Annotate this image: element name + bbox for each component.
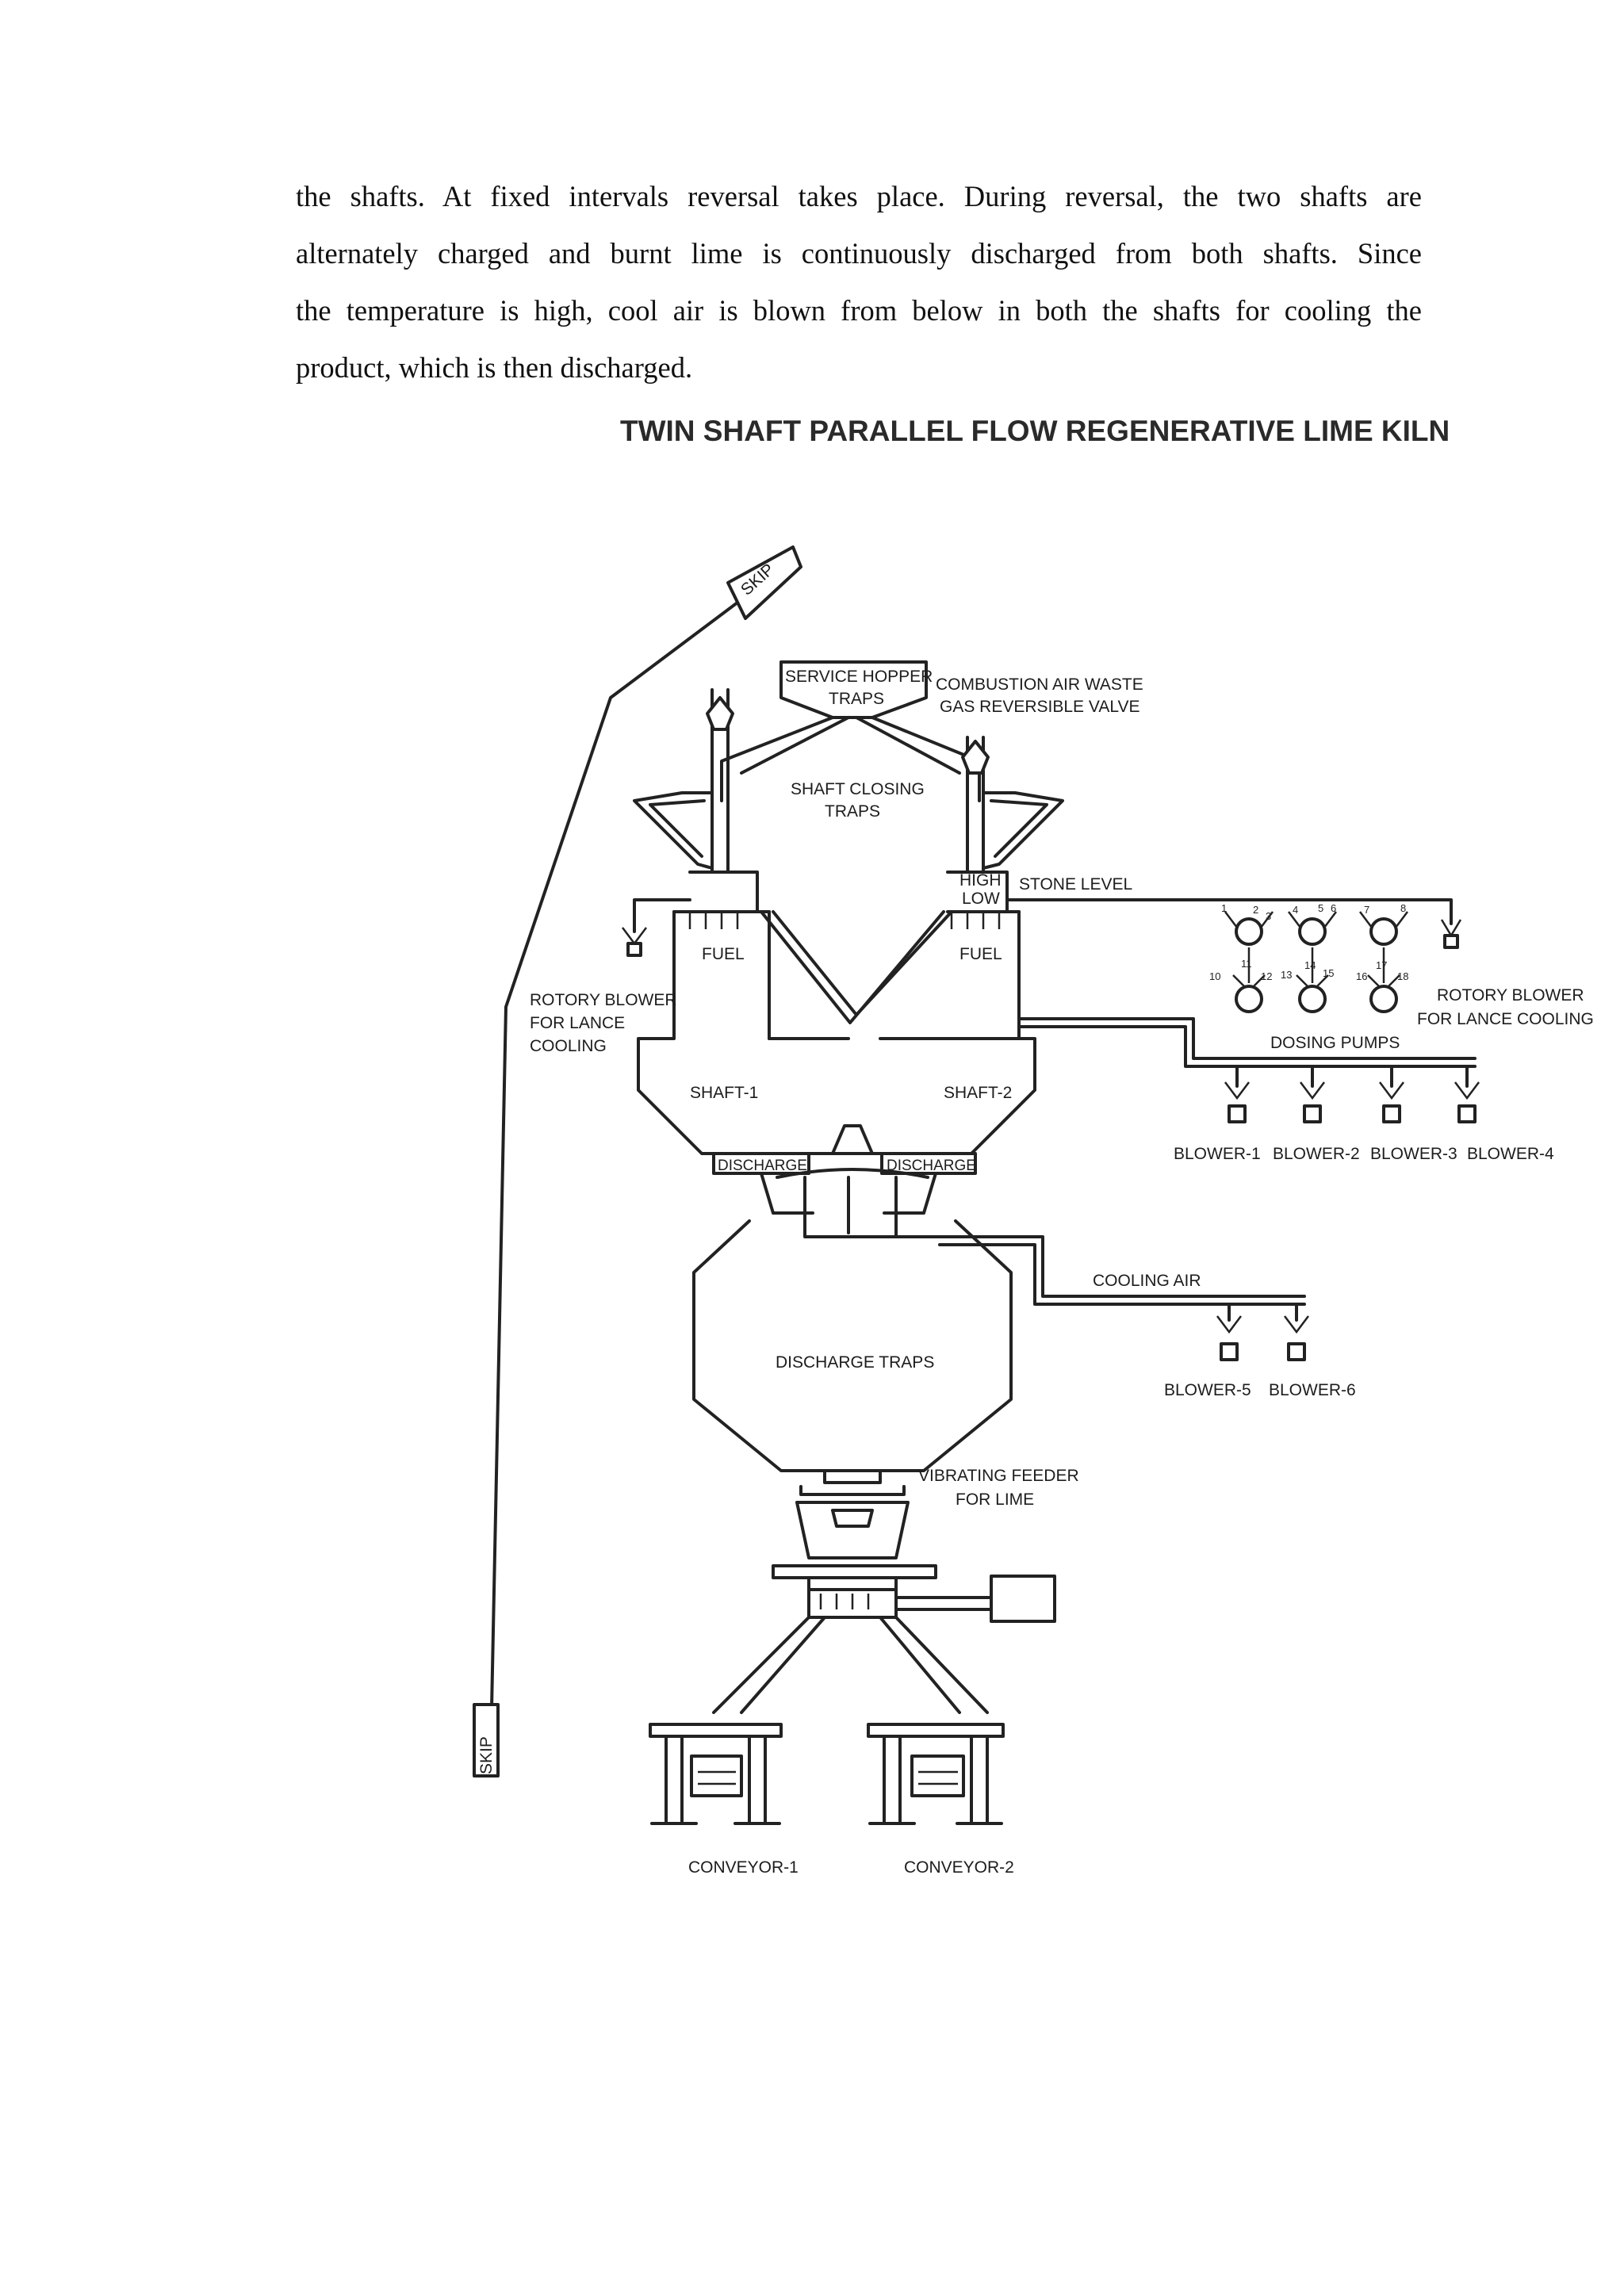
discharge-label-right: DISCHARGE	[887, 1158, 976, 1174]
shaft-1-label: SHAFT-1	[690, 1084, 758, 1102]
fuel-label-left: FUEL	[702, 945, 745, 963]
paragraph-line: the temperature is high, cool air is blo…	[296, 294, 1422, 327]
pump-number: 1	[1221, 902, 1227, 914]
pump-number: 2	[1253, 904, 1258, 916]
blower-6-label: BLOWER-6	[1269, 1381, 1356, 1399]
stone-level-line	[1005, 898, 1462, 949]
pump-number: 15	[1323, 967, 1334, 979]
cooling-air-label: COOLING AIR	[1093, 1272, 1201, 1290]
skip-label-bottom: SKIP	[477, 1736, 496, 1774]
stone-level-label: STONE LEVEL	[1019, 875, 1132, 894]
discharge-label-left: DISCHARGE	[718, 1158, 807, 1174]
cooling-air-piping	[938, 1235, 1309, 1361]
blower-4-label: BLOWER-4	[1467, 1145, 1554, 1163]
pump-number: 10	[1209, 970, 1220, 982]
conveyor-2-label: CONVEYOR-2	[904, 1858, 1014, 1877]
rotary-blower-right-label: FOR LANCE COOLING	[1417, 1010, 1594, 1028]
conveyor-1	[649, 1723, 783, 1825]
shaft-closing-label: TRAPS	[825, 802, 880, 821]
blower-3-label: BLOWER-3	[1370, 1145, 1457, 1163]
combustion-valve-label: GAS REVERSIBLE VALVE	[940, 698, 1140, 716]
dosing-pumps	[1224, 911, 1408, 1013]
pump-number: 13	[1281, 969, 1292, 981]
dosing-pumps-label: DOSING PUMPS	[1270, 1034, 1400, 1052]
pump-number: 3	[1266, 910, 1271, 922]
pump-number: 12	[1261, 970, 1272, 982]
figure-title: TWIN SHAFT PARALLEL FLOW REGENERATIVE LI…	[620, 415, 1450, 447]
pump-number: 14	[1304, 959, 1316, 971]
pump-number: 8	[1400, 902, 1406, 914]
shaft-2-label: SHAFT-2	[944, 1084, 1012, 1102]
blower-1-label: BLOWER-1	[1174, 1145, 1261, 1163]
vibrating-feeder-label: FOR LIME	[956, 1490, 1034, 1509]
pump-number: 4	[1293, 904, 1298, 916]
service-hopper-label: TRAPS	[829, 690, 884, 708]
pump-number: 5	[1318, 902, 1323, 914]
combustion-air-piping	[1017, 1017, 1480, 1123]
pump-number: 7	[1364, 904, 1369, 916]
conveyor-1-label: CONVEYOR-1	[688, 1858, 799, 1877]
rotary-blower-right-label: ROTORY BLOWER	[1437, 986, 1584, 1004]
skip-rail	[473, 545, 802, 1777]
pump-number: 16	[1356, 970, 1367, 982]
top-ducting	[633, 660, 1064, 874]
blower-5-label: BLOWER-5	[1164, 1381, 1251, 1399]
pump-number: 17	[1376, 959, 1387, 971]
fuel-label-right: FUEL	[959, 945, 1002, 963]
rotary-blower-left-label: ROTORY BLOWER	[530, 991, 677, 1009]
combustion-valve-label: COMBUSTION AIR WASTE	[936, 675, 1143, 694]
shaft-body	[637, 871, 1036, 1238]
high-label: HIGH	[959, 871, 1002, 890]
service-hopper-label: SERVICE HOPPER	[785, 668, 933, 686]
feeder-and-chutes	[712, 1485, 1056, 1714]
pump-number: 18	[1397, 970, 1408, 982]
discharge-traps-label: DISCHARGE TRAPS	[776, 1353, 934, 1372]
body-paragraph: the shafts. At fixed intervals reversal …	[296, 168, 1422, 396]
pump-number: 11	[1241, 958, 1252, 970]
rotary-blower-left-label: COOLING	[530, 1037, 607, 1055]
pump-number: 6	[1331, 902, 1336, 914]
blower-2-label: BLOWER-2	[1273, 1145, 1360, 1163]
paragraph-line: product, which is then discharged.	[296, 351, 693, 384]
conveyor-2	[867, 1723, 1005, 1825]
rotary-blower-left	[622, 898, 691, 957]
low-label: LOW	[962, 890, 1000, 908]
discharge-traps-vessel	[692, 1219, 1013, 1484]
paragraph-line: alternately charged and burnt lime is co…	[296, 237, 1422, 270]
rotary-blower-left-label: FOR LANCE	[530, 1014, 625, 1032]
paragraph-line: the shafts. At fixed intervals reversal …	[296, 180, 1422, 212]
shaft-closing-label: SHAFT CLOSING	[791, 780, 925, 798]
vibrating-feeder-label: VIBRATING FEEDER	[918, 1467, 1079, 1485]
pump-numbers: 1 2 3 4 5 6 7 8 10 11 12 13 14 15 16 17 …	[1209, 902, 1408, 982]
